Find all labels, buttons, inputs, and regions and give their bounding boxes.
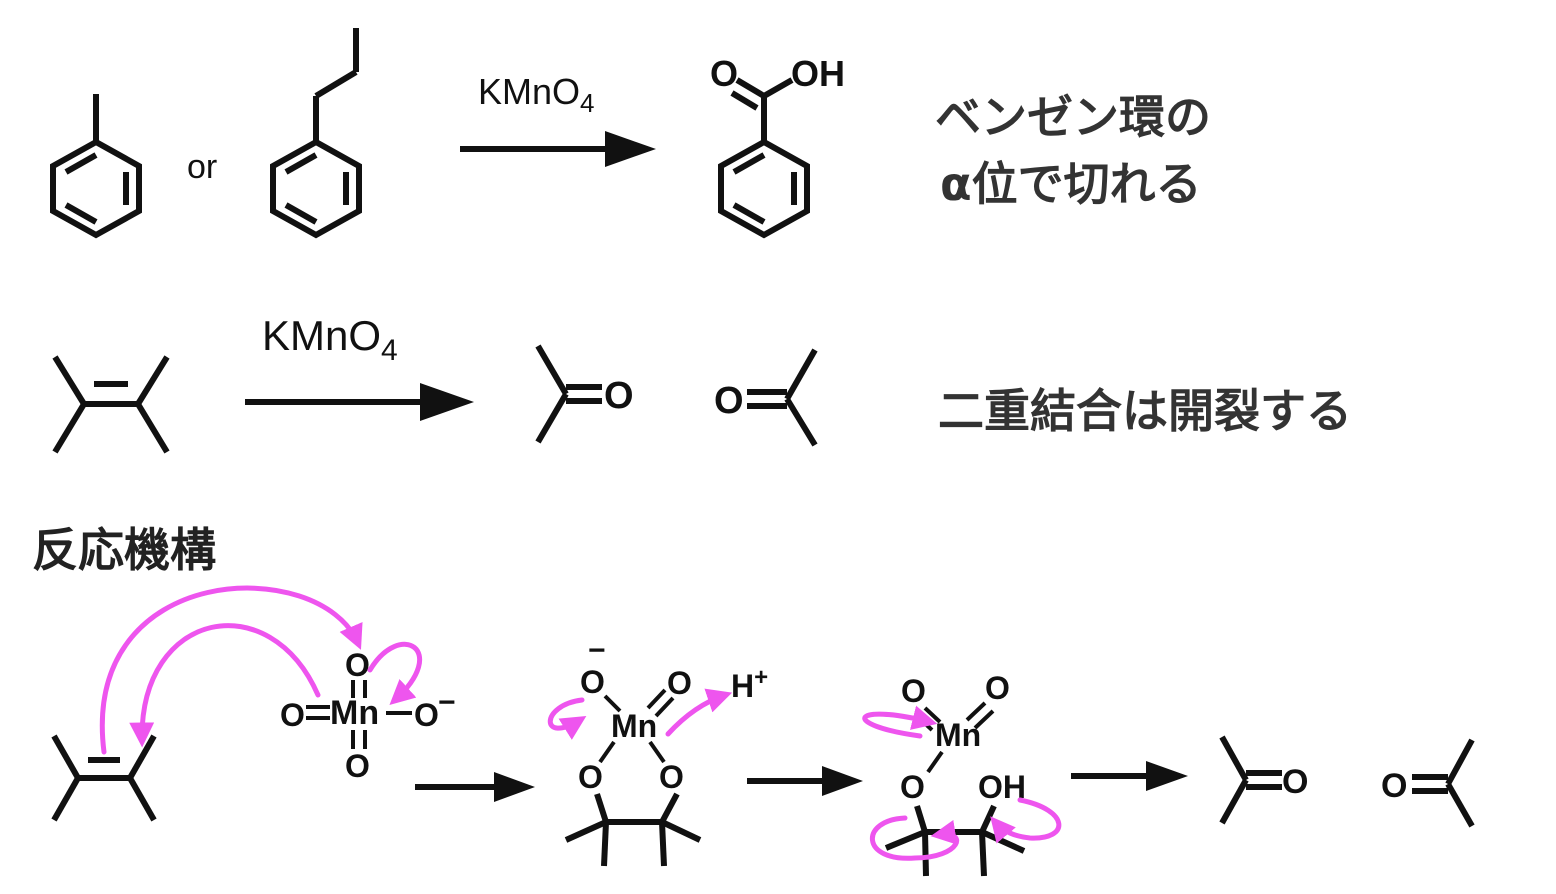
reagent-label-1: KMnO4 (478, 71, 595, 118)
permanganate-charge: − (438, 686, 456, 719)
ester-o-left: O (578, 759, 603, 795)
electron-arrows-step-1 (99, 585, 422, 755)
mechanism-heading: 反応機構 (32, 523, 216, 577)
ketone-1-oxygen: O (604, 375, 634, 417)
permanganate-o-bottom: O (345, 748, 370, 784)
reagent-label-2: KMnO4 (262, 312, 398, 367)
benzoic-acid-structure: O OH (710, 53, 845, 239)
electron-arrows-step-3 (862, 705, 1062, 861)
permanganate-o-left: O (280, 697, 305, 733)
note-alpha-cleavage-line1: ベンゼン環の (935, 90, 1211, 144)
benzoic-acid-carbonyl-oxygen: O (710, 53, 738, 94)
electron-arrows-step-2 (547, 688, 733, 740)
permanganate-mn: Mn (330, 694, 379, 732)
benzoic-acid-hydroxyl: OH (791, 53, 845, 94)
permanganate-o-top: O (345, 647, 370, 683)
note-alpha-cleavage-line2: α位で切れる (940, 157, 1202, 211)
ester-mn: Mn (611, 708, 657, 744)
ester-o-right: O (659, 759, 684, 795)
intermediate-o-ether: O (900, 769, 925, 805)
toluene-structure (50, 94, 142, 239)
mech-ketone-1-oxygen: O (1282, 763, 1308, 801)
permanganate-ion: Mn O O O O − (280, 647, 456, 784)
mechanism-arrow-2 (747, 766, 863, 796)
mechanism-ketone-1: O (1219, 735, 1308, 825)
ketone-product-2: O (714, 348, 818, 447)
ketone-product-1: O (535, 344, 634, 444)
propylbenzene-structure (270, 28, 362, 239)
mechanism-ketone-2: O (1381, 738, 1475, 828)
alkene-structure (52, 355, 170, 454)
proton: H+ (731, 664, 768, 704)
mechanism-arrow-1 (415, 772, 535, 802)
ester-o-anion: O (580, 664, 605, 700)
reaction-arrow-1: KMnO4 (460, 71, 656, 167)
intermediate-o1: O (901, 673, 926, 709)
ester-o-oxo: O (667, 665, 692, 701)
note-double-bond-cleavage: 二重結合は開裂する (938, 384, 1352, 438)
mechanism-arrow-3 (1071, 761, 1188, 791)
permanganate-o-right: O (414, 697, 439, 733)
mech-ketone-2-oxygen: O (1381, 767, 1407, 805)
intermediate-mn: Mn (935, 717, 981, 753)
ketone-2-oxygen: O (714, 380, 744, 422)
cyclic-manganate-ester: Mn O − O O O H+ (564, 634, 768, 867)
ester-o-anion-charge: − (588, 634, 606, 667)
intermediate-o2: O (985, 670, 1010, 706)
or-connector: or (187, 148, 217, 186)
reaction-arrow-2: KMnO4 (245, 312, 474, 421)
